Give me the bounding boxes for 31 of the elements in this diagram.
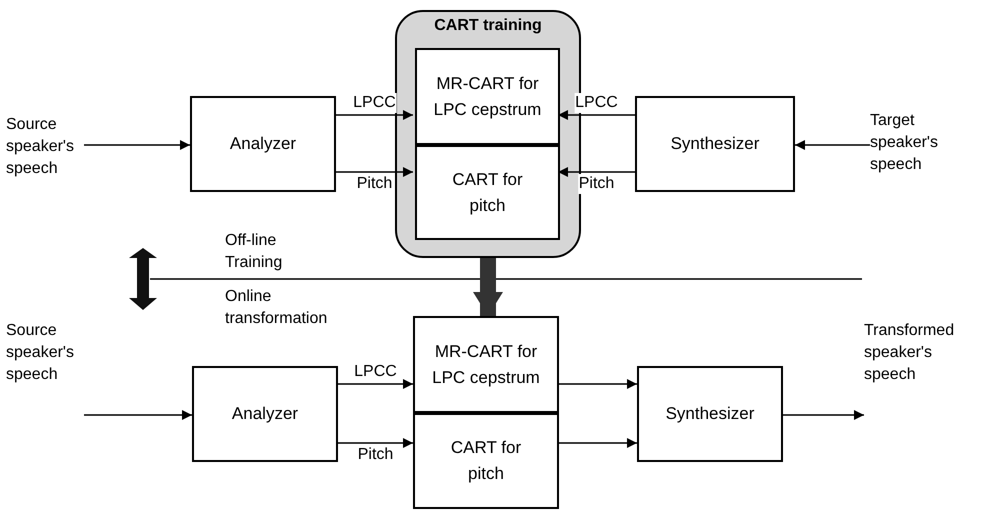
process-box: MR-CART for LPC cepstrum [415, 48, 560, 145]
process-box: Analyzer [190, 96, 336, 192]
arrow [336, 110, 413, 120]
signal-text: Source speaker's speech [6, 114, 84, 180]
edge-label: LPCC [574, 93, 619, 113]
process-box: Synthesizer [635, 96, 795, 192]
arrow [84, 410, 192, 420]
process-box: Synthesizer [637, 366, 783, 462]
signal-text: Source speaker's speech [6, 320, 84, 386]
arrow [559, 438, 637, 448]
process-box: CART for pitch [415, 145, 560, 240]
edge-label: Pitch [578, 174, 616, 194]
signal-text: Target speaker's speech [870, 110, 970, 176]
group-title: CART training [433, 16, 543, 36]
block-arrow [473, 258, 503, 316]
arrow [783, 410, 864, 420]
arrow [338, 379, 413, 389]
section-label: Off-line Training [225, 231, 284, 273]
arrow [84, 140, 190, 150]
process-box: MR-CART for LPC cepstrum [413, 316, 559, 413]
arrow [336, 167, 413, 177]
arrow [558, 110, 635, 120]
process-box: Analyzer [192, 366, 338, 462]
section-label: Online transformation [225, 287, 328, 329]
signal-text: Transformed speaker's speech [864, 320, 976, 386]
process-box: CART for pitch [413, 413, 559, 509]
arrow [795, 140, 870, 150]
arrow [558, 167, 635, 177]
arrow [559, 379, 637, 389]
edge-label: LPCC [352, 93, 397, 113]
arrow [338, 438, 413, 448]
